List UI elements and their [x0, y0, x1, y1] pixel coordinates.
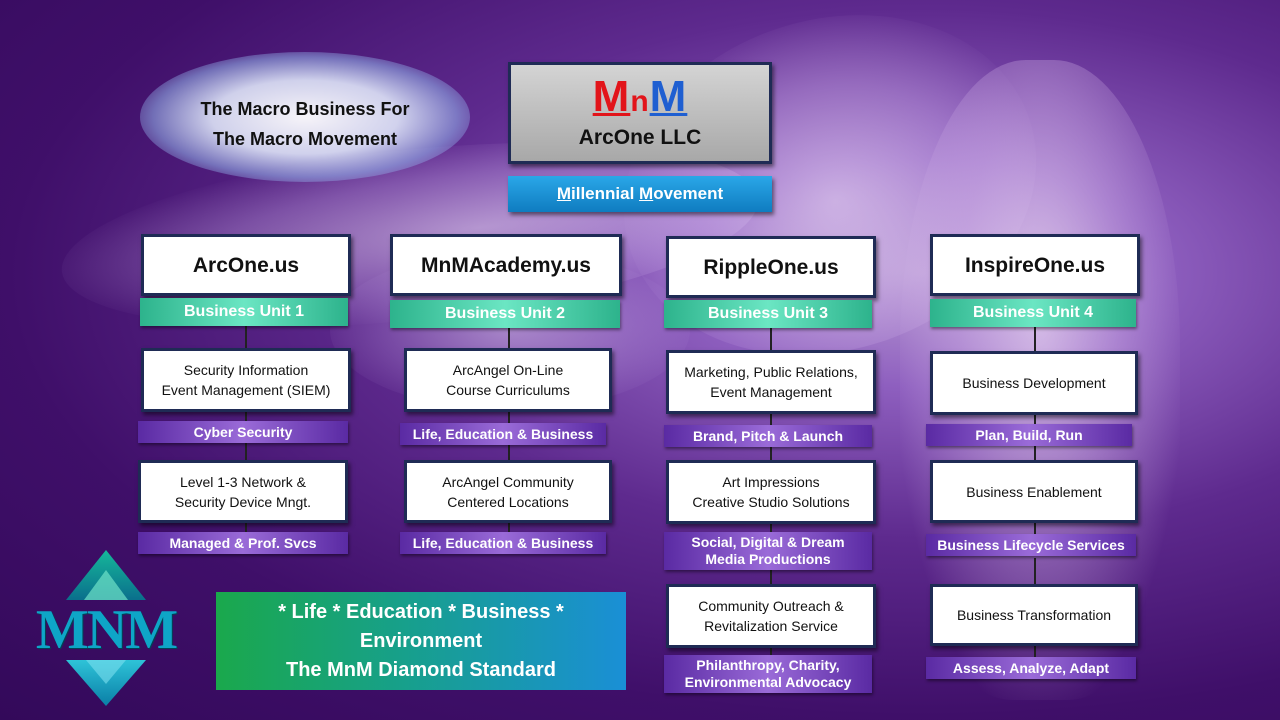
unit-3-title: RippleOne.us: [666, 236, 876, 298]
connector-unit3-b: [770, 413, 772, 425]
mnm-logo-letters: MNM: [35, 599, 178, 661]
tag-line: Media Productions: [705, 551, 831, 567]
footer-line-1: * Life * Education * Business *: [278, 600, 564, 623]
connector-unit4-d: [1034, 522, 1036, 534]
service-line: Event Management (SIEM): [161, 382, 331, 398]
tagline-line-2: The Macro Movement: [212, 129, 398, 149]
unit-1-tag-2: Managed & Prof. Svcs: [138, 532, 348, 554]
service-line: Creative Studio Solutions: [692, 494, 850, 510]
unit-3-label: Business Unit 3: [664, 300, 872, 328]
connector-unit1-a: [245, 324, 247, 348]
diamond-standard-banner: * Life * Education * Business * Environm…: [216, 592, 626, 690]
unit-4-service-3: Business Transformation: [930, 584, 1138, 646]
unit-2-tag-2: Life, Education & Business: [400, 532, 606, 554]
tagline-line-1: The Macro Business For: [200, 99, 410, 119]
footer-line-3: The MnM Diamond Standard: [286, 658, 556, 681]
unit-3-tag-1: Brand, Pitch & Launch: [664, 425, 872, 447]
logo-letter-m1: M: [592, 72, 631, 121]
tagline: The Macro Business For The Macro Movemen…: [150, 94, 460, 154]
connector-unit2-d: [508, 522, 510, 532]
company-header: MnM ArcOne LLC: [508, 62, 772, 164]
service-line: Business Development: [962, 375, 1106, 391]
banner-initial-m: M: [556, 184, 572, 203]
service-line: ArcAngel On-Line: [452, 362, 564, 378]
unit-4-service-2: Business Enablement: [930, 460, 1138, 523]
connector-unit1-d: [245, 522, 247, 532]
service-line: Community Outreach &: [698, 598, 844, 614]
logo-letter-m2: M: [649, 72, 688, 121]
tag-line: Environmental Advocacy: [684, 674, 852, 690]
tag-line: Philanthropy, Charity,: [696, 657, 840, 673]
service-line: Revitalization Service: [704, 618, 838, 634]
unit-3-service-1: Marketing, Public Relations, Event Manage…: [666, 350, 876, 414]
connector-unit4-a: [1034, 324, 1036, 352]
company-name: ArcOne LLC: [578, 126, 702, 149]
service-line: Level 1-3 Network &: [179, 473, 307, 490]
service-line: ArcAngel Community: [442, 473, 574, 490]
unit-4-tag-3: Assess, Analyze, Adapt: [926, 657, 1136, 679]
service-line: Art Impressions: [722, 474, 820, 490]
tag-line: Social, Digital & Dream: [691, 534, 845, 550]
connector-unit3-f: [770, 647, 772, 655]
unit-3-tag-3: Philanthropy, Charity,Environmental Advo…: [664, 655, 872, 693]
unit-2-title: MnMAcademy.us: [390, 234, 622, 296]
connector-unit3-a: [770, 326, 772, 350]
unit-4-tag-1: Plan, Build, Run: [926, 424, 1132, 446]
mnm-diamond-logo: [66, 550, 146, 706]
cloud-image: [140, 52, 470, 182]
service-line: Course Curriculums: [446, 382, 570, 398]
unit-4-title: InspireOne.us: [930, 234, 1140, 296]
service-line: Security Device Mngt.: [174, 493, 312, 510]
unit-1-service-2: Level 1-3 Network & Security Device Mngt.: [138, 460, 348, 523]
unit-2-label: Business Unit 2: [390, 300, 620, 328]
connector-unit3-e: [770, 570, 772, 586]
unit-4-label: Business Unit 4: [930, 299, 1136, 327]
connector-unit1-b: [245, 411, 247, 421]
unit-1-label: Business Unit 1: [140, 298, 348, 326]
connector-unit4-f: [1034, 645, 1036, 657]
logo-letter-n: n: [630, 85, 650, 118]
connector-unit2-a: [508, 326, 510, 350]
unit-2-tag-1: Life, Education & Business: [400, 423, 606, 445]
service-line: Business Transformation: [956, 607, 1112, 623]
logo-diamond-bottom-inner: [86, 660, 126, 684]
unit-4-tag-2: Business Lifecycle Services: [926, 534, 1136, 556]
unit-3-service-3: Community Outreach & Revitalization Servi…: [666, 584, 876, 648]
banner-text-2: ovement: [653, 184, 724, 203]
logo-diamond-inner: [84, 570, 128, 600]
connector-unit4-e: [1034, 558, 1036, 584]
unit-1-title: ArcOne.us: [141, 234, 351, 296]
connector-unit4-b: [1034, 414, 1036, 424]
service-line: Event Management: [710, 384, 832, 400]
mnm-logo-text: MnM: [511, 75, 769, 124]
connector-unit3-d: [770, 524, 772, 532]
service-line: Centered Locations: [447, 493, 569, 510]
connector-unit4-c: [1034, 446, 1036, 460]
millennial-movement-banner: Millennial Movement: [508, 176, 772, 212]
connector-unit2-c: [508, 445, 510, 461]
connector-unit1-c: [245, 443, 247, 461]
footer-line-2: Environment: [359, 629, 483, 652]
service-line: Marketing, Public Relations,: [684, 364, 858, 380]
service-line: Business Enablement: [966, 483, 1102, 500]
service-line: Security Information: [183, 362, 309, 378]
connector-unit3-c: [770, 447, 772, 461]
connector-unit2-b: [508, 411, 510, 423]
unit-4-service-1: Business Development: [930, 351, 1138, 415]
banner-initial-m2: M: [639, 184, 654, 203]
banner-text-1: illennial: [571, 184, 640, 203]
unit-1-tag-1: Cyber Security: [138, 421, 348, 443]
